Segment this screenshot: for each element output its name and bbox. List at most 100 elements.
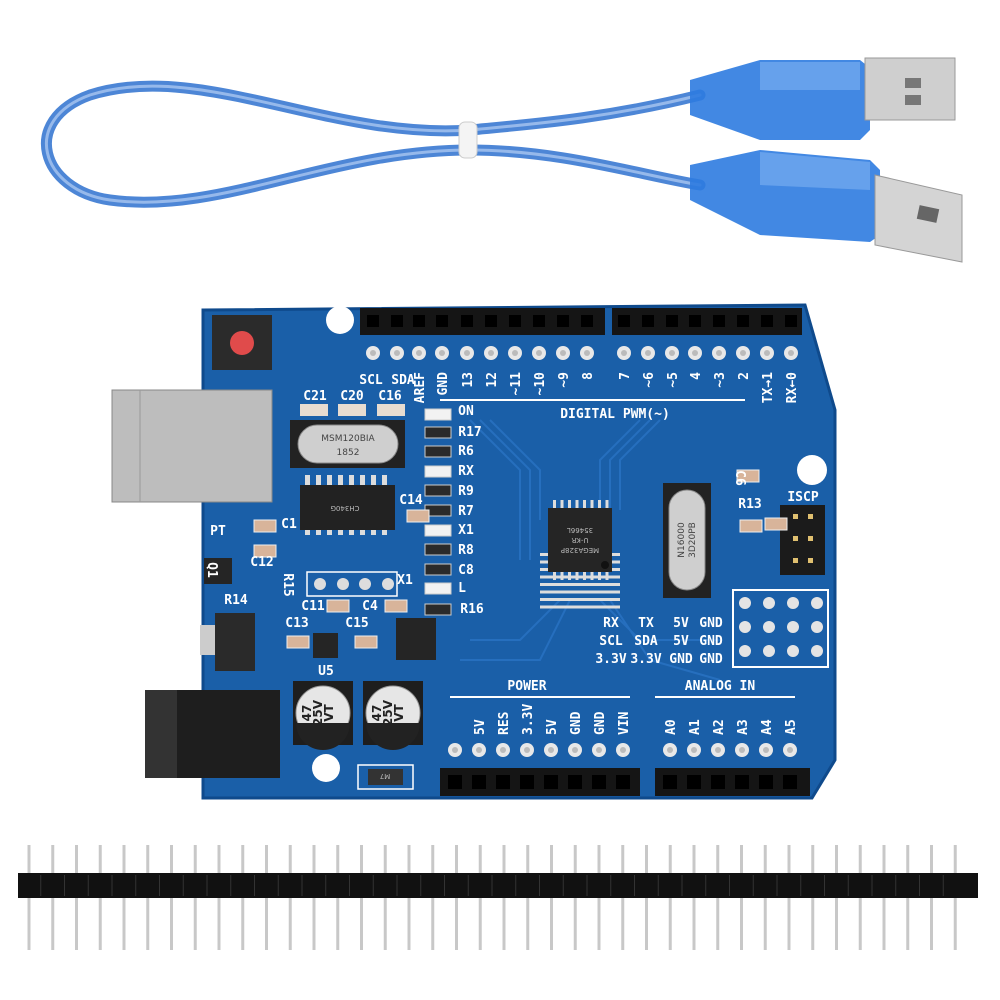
power-pin-label: 5V bbox=[545, 719, 560, 735]
breakout-pads bbox=[732, 589, 829, 668]
capacitor-marking: 47 bbox=[300, 705, 314, 722]
header-socket bbox=[461, 315, 473, 327]
smd-component bbox=[326, 599, 350, 613]
header-socket bbox=[391, 315, 403, 327]
analog-pin-label: A2 bbox=[712, 719, 727, 735]
breakout-label: SCL bbox=[599, 634, 623, 649]
capacitor-marking: 25V bbox=[381, 699, 395, 726]
smd-component bbox=[424, 603, 452, 616]
header-socket bbox=[485, 315, 497, 327]
reset-button bbox=[212, 315, 272, 370]
voltage-regulator bbox=[215, 613, 255, 671]
component-label: X1 bbox=[458, 523, 474, 538]
cable-tie bbox=[458, 121, 478, 159]
component-label: C12 bbox=[250, 555, 273, 570]
header-socket bbox=[581, 315, 593, 327]
smd-component bbox=[739, 519, 763, 533]
smd-capacitor bbox=[300, 404, 328, 416]
pin-label: TX→1 bbox=[761, 372, 776, 403]
header-socket bbox=[663, 775, 677, 789]
pin-label: 8 bbox=[581, 372, 596, 380]
header-socket bbox=[436, 315, 448, 327]
pin-label: 12 bbox=[485, 372, 500, 388]
usb-cable bbox=[41, 57, 963, 263]
header-socket bbox=[509, 315, 521, 327]
smd-component bbox=[764, 517, 788, 531]
component-label: ISCP bbox=[787, 490, 818, 505]
pin-label: AREF bbox=[413, 372, 428, 403]
x1-pads bbox=[306, 571, 398, 597]
crystal-marking: 1852 bbox=[337, 448, 360, 458]
component-label: U5 bbox=[318, 664, 334, 679]
pin-label: ~10 bbox=[533, 372, 548, 396]
chip-marking: CH340G bbox=[331, 504, 360, 512]
op-amp-chip bbox=[396, 618, 436, 660]
breakout-pad bbox=[811, 597, 823, 609]
header-socket bbox=[592, 775, 606, 789]
diode-m7: M7 bbox=[357, 764, 414, 790]
breakout-pad bbox=[763, 645, 775, 657]
breakout-label: GND bbox=[699, 616, 723, 631]
component-label: R9 bbox=[458, 484, 474, 499]
pin-label: ~11 bbox=[509, 372, 524, 396]
analog-pin-label: A5 bbox=[784, 719, 799, 735]
header-socket bbox=[496, 775, 510, 789]
breakout-label: SDA bbox=[634, 634, 658, 649]
header-socket bbox=[448, 775, 462, 789]
smd-component bbox=[424, 408, 452, 421]
breakout-label: GND bbox=[669, 652, 693, 667]
breakout-label: 3.3V bbox=[595, 652, 626, 667]
smd-component bbox=[424, 426, 452, 439]
breakout-label: GND bbox=[699, 652, 723, 667]
component-label: C16 bbox=[378, 389, 402, 404]
header-socket bbox=[642, 315, 654, 327]
iscp-header bbox=[780, 505, 825, 575]
breakout-pad bbox=[763, 597, 775, 609]
analog-pin-label: A0 bbox=[664, 719, 679, 735]
header-socket bbox=[616, 775, 630, 789]
chip-marking: 35466L bbox=[567, 526, 593, 534]
component-label: C6 bbox=[732, 470, 747, 486]
power-pin-label: 3.3V bbox=[521, 704, 536, 735]
mounting-hole bbox=[312, 754, 340, 782]
component-label: C13 bbox=[285, 616, 308, 631]
header-socket bbox=[533, 315, 545, 327]
component-label: R14 bbox=[224, 593, 248, 608]
atmega328p-chip: MEGA328P U-KR 35466L bbox=[540, 500, 620, 609]
power-pin-label: 5V bbox=[473, 719, 488, 735]
breakout-pad bbox=[739, 621, 751, 633]
smd-component bbox=[384, 599, 408, 613]
analog-pin-label: A3 bbox=[736, 719, 751, 735]
pin-label: ~3 bbox=[713, 372, 728, 388]
pin-label: ~5 bbox=[666, 372, 681, 388]
smd-component bbox=[424, 543, 452, 556]
breakout-label: TX bbox=[638, 616, 654, 631]
pin-label: 4 bbox=[689, 372, 704, 380]
pad bbox=[337, 578, 349, 590]
header-socket bbox=[735, 775, 749, 789]
header-socket bbox=[761, 315, 773, 327]
header-socket bbox=[785, 315, 797, 327]
breakout-pad bbox=[787, 621, 799, 633]
usb-b-plug bbox=[690, 150, 963, 263]
usb-a-plug bbox=[690, 57, 956, 140]
header-socket bbox=[689, 315, 701, 327]
smd-component bbox=[424, 563, 452, 576]
component-label: C21 bbox=[303, 389, 327, 404]
header-socket bbox=[544, 775, 558, 789]
component-label: R16 bbox=[460, 602, 484, 617]
smd-component bbox=[406, 509, 430, 523]
usb-b-socket bbox=[111, 389, 273, 503]
component-label: ON bbox=[458, 404, 474, 419]
analog-pin-label: A4 bbox=[760, 719, 775, 735]
component-label: C11 bbox=[301, 599, 325, 614]
crystal-marking: N16000 bbox=[677, 522, 687, 558]
component-label: C15 bbox=[345, 616, 368, 631]
header-socket bbox=[687, 775, 701, 789]
pin-label: 2 bbox=[737, 372, 752, 380]
smd-component bbox=[736, 469, 760, 483]
breakout-pad bbox=[811, 645, 823, 657]
pin-label: 13 bbox=[461, 372, 476, 388]
capacitor-marking: VT bbox=[392, 703, 406, 721]
